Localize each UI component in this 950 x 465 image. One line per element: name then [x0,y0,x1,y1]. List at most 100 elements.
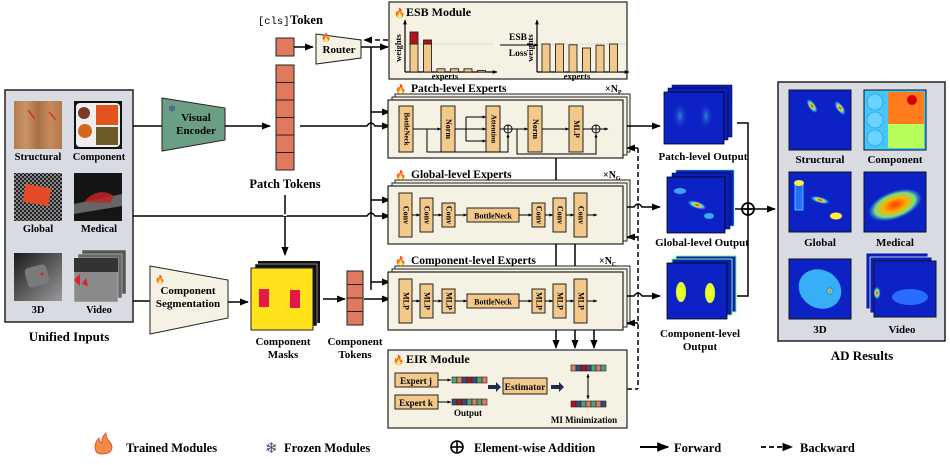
block-label: Attention [489,115,497,143]
esb-bar [423,43,432,73]
esb-module-title: ESB Module [406,5,472,19]
vector-cell [476,398,483,406]
esb-bar [541,43,551,73]
patch-token [275,117,295,136]
fire-icon: 🔥 [395,83,406,94]
esb-arrow-label-1: ESB [509,33,528,43]
result-map-video [865,252,937,318]
global-experts-repeat: ×NG [603,170,621,182]
visual-encoder-label-2: Encoder [176,125,216,137]
fire-icon [94,432,113,455]
input-image-video [73,249,127,303]
element-wise-addition-icon [503,124,513,134]
legend-frozen-label: Frozen Modules [284,441,370,455]
esb-bar [436,68,446,73]
eir-module: 🔥 EIR Module Expert j Expert k Output Es… [387,349,628,429]
block-label: BottleNeck [474,298,512,307]
result-map-global [788,171,852,233]
patch-token [275,64,295,83]
input-image-3d [14,253,62,301]
esb-bar [555,43,564,73]
result-map-medical [863,171,927,233]
legend-backward: Backward [761,441,855,455]
patch-token [275,82,295,101]
component-token [346,270,364,285]
patch-token [275,99,295,118]
block-label: MLP [572,120,581,138]
fire-icon: 🔥 [155,274,165,284]
legend-trained: Trained Modules [94,432,217,455]
residual-connection [516,129,598,155]
block-label: Conv [423,206,432,224]
vector-cell [585,400,592,408]
esb-bar [409,43,419,73]
patch-token [275,152,295,171]
esb-x-label: experts [564,71,591,81]
cls-token-prefix: [cls] [258,16,290,28]
block-label: MLP [577,292,586,310]
ad-results-title: AD Results [831,348,893,363]
arrow-to-estimator [488,382,501,392]
block-label: MLP [445,292,454,310]
patch-tokens-label: Patch Tokens [249,177,320,191]
input-label-video: Video [86,305,112,316]
vector-cell [471,376,478,384]
connector-global-output [627,203,661,211]
vector-cell [451,376,458,384]
snowflake-icon: ❄ [265,441,278,457]
patch-experts-repeat: ×NP [605,84,622,96]
estimator-label: Estimator [505,383,546,393]
component-tokens-label-2: Tokens [338,349,372,361]
mi-vector-bottom [570,400,607,408]
input-label-structural: Structural [15,152,62,163]
arrow-from-estimator [551,382,564,392]
visual-encoder-label-1: Visual [181,112,211,124]
result-label-component: Component [867,154,922,166]
vector-cell [466,398,473,406]
component-level-output-label-2: Output [683,341,718,353]
mi-vector-top [570,364,607,372]
component-experts-repeat: ×NC [599,256,616,268]
legend-backward-label: Backward [800,441,855,455]
input-image-component [74,101,122,149]
component-masks-label-1: Component [255,336,310,348]
vector-cell [600,364,607,372]
block-label: BottleNeck [474,212,512,221]
input-label-3d: 3D [32,305,45,316]
legend-frozen: ❄ Frozen Modules [265,441,370,457]
vector-cell [595,364,602,372]
output-vector-j [451,376,488,384]
esb-bar [609,43,618,73]
vector-cell [585,364,592,372]
input-label-global: Global [23,224,53,235]
vector-cell [481,376,488,384]
fire-icon: 🔥 [321,32,331,42]
snowflake-icon: ❄ [168,104,176,115]
component-token [346,284,364,299]
result-map-3d [788,258,852,320]
fire-icon: 🔥 [394,7,405,18]
global-level-output-label: Global-level Output [655,237,749,249]
result-label-global: Global [804,237,836,249]
expert-k-label: Expert k [399,398,433,408]
component-masks-label-2: Masks [268,349,299,361]
eir-module-title: EIR Module [406,352,470,366]
block-label: Norm [444,119,453,139]
legend-forward-label: Forward [674,441,721,455]
cls-token [275,37,295,57]
component-token [346,297,364,312]
input-image-global [14,173,62,221]
fire-icon: 🔥 [395,169,406,180]
vector-cell [481,398,488,406]
global-level-output-map [666,169,735,234]
esb-bar-excess [409,31,419,45]
vector-cell [590,364,597,372]
input-label-component: Component [73,152,126,163]
result-map-structural [788,89,852,151]
block-label: BottleNeck [402,112,410,145]
block-label: Norm [531,119,540,139]
component-masks [250,261,320,331]
